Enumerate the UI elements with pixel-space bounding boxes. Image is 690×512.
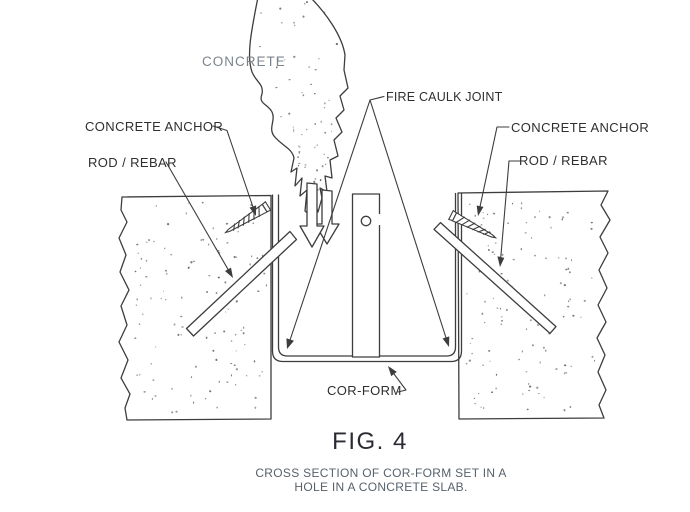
left-rebar-rod [185,230,298,337]
right-anchor-leader [476,126,510,216]
right-concrete-slab [457,190,611,420]
concrete-anchor-label-left: CONCRETE ANCHOR [85,119,223,134]
left-rod-leader [165,161,233,278]
right-slab-stipple [465,202,596,412]
right-rod-leader [497,160,521,267]
figure-number: FIG. 4 [332,428,408,455]
fire-caulk-leader [286,95,450,349]
center-form-upright [351,193,382,358]
caption-line-2: HOLE IN A CONCRETE SLAB. [294,480,467,494]
form-hole [360,215,372,227]
caption-line-1: CROSS SECTION OF COR-FORM SET IN A [255,466,506,480]
cor-form-label: COR-FORM [327,383,402,398]
pour-arrow-left [299,182,325,248]
concrete-pour [248,0,349,217]
left-anchor-leader [212,125,257,216]
left-concrete-slab [118,194,272,421]
rod-rebar-label-left: ROD / REBAR [88,155,177,170]
cor-form-leader [388,366,407,393]
pour-stipple [258,1,339,191]
rod-rebar-label-right: ROD / REBAR [519,153,608,168]
left-slab-stipple [134,201,267,414]
concrete-label: CONCRETE [202,54,286,69]
concrete-anchor-label-right: CONCRETE ANCHOR [511,120,649,135]
fire-caulk-joint-label: FIRE CAULK JOINT [386,90,503,104]
right-rebar-rod [433,221,557,335]
